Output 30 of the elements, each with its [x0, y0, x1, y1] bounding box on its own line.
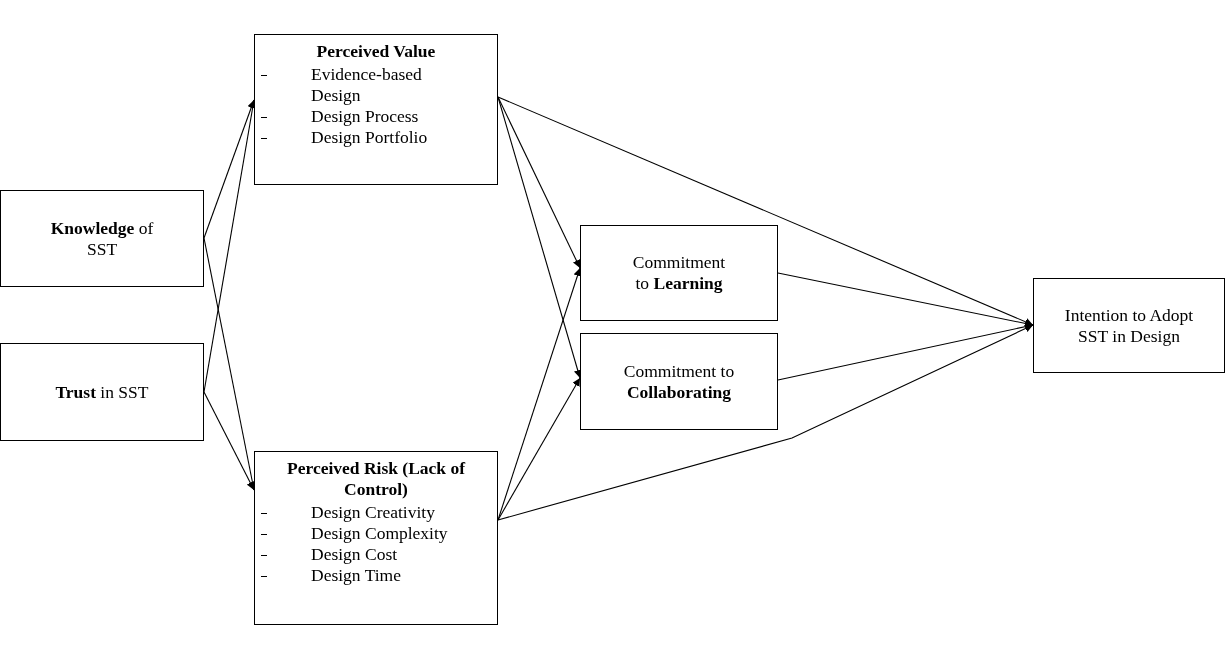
concept-label: Intention to Adopt SST in Design — [1063, 304, 1195, 347]
factor-item: Design Creativity — [311, 502, 435, 522]
concept-label: Trust in SST — [55, 381, 149, 403]
concept-heading: Perceived Value — [315, 41, 437, 62]
concept-heading: Perceived Risk (Lack of Control) — [285, 458, 467, 500]
concept-box — [1033, 278, 1225, 373]
arrow — [497, 267, 582, 521]
arrow — [203, 391, 255, 491]
concept-label: Commitment to Learning — [631, 252, 727, 294]
factor-item: Evidence-based Design — [311, 64, 422, 105]
concept-box — [580, 333, 778, 430]
factor-item: Design Process — [311, 106, 419, 126]
concept-box — [254, 451, 498, 625]
concept-box — [0, 343, 204, 441]
factor-item: Design Portfolio — [311, 127, 428, 147]
concept-box — [0, 190, 204, 287]
arrow — [497, 96, 582, 379]
factor-item: Design Cost — [311, 544, 398, 564]
arrow — [777, 322, 1034, 381]
concept-label: Commitment to Collaborating — [622, 360, 736, 403]
factor-item: Design Time — [311, 565, 401, 585]
factor-item: Design Complexity — [311, 523, 448, 543]
concept-label: Knowledge of SST — [49, 217, 155, 260]
arrow — [497, 96, 581, 269]
arrow — [497, 96, 1034, 326]
arrow — [497, 324, 1034, 521]
arrow — [203, 99, 256, 239]
arrow — [497, 377, 581, 521]
concept-box — [580, 225, 778, 321]
concept-box — [254, 34, 498, 185]
